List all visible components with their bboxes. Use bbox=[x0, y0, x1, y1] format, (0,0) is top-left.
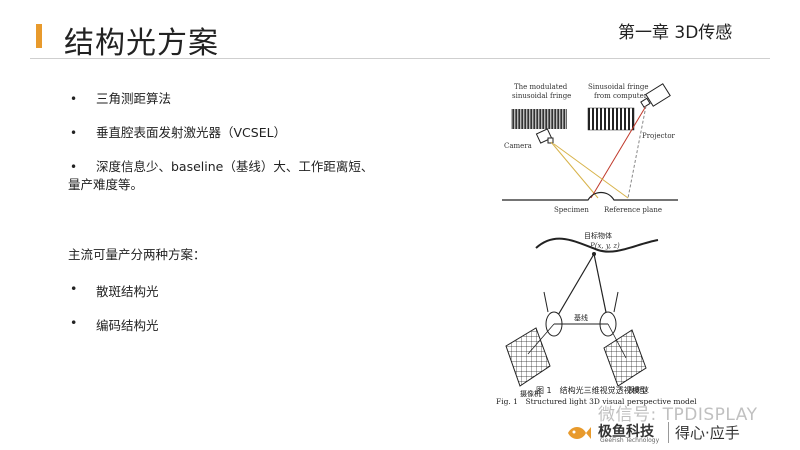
projector-icon bbox=[640, 83, 671, 108]
bullet-text: 三角测距算法 bbox=[96, 91, 172, 106]
projector-ray-red bbox=[590, 105, 647, 199]
modulated-fringe-image bbox=[511, 109, 567, 129]
camera-ray-2 bbox=[553, 143, 629, 199]
scheme-item: • 编码结构光 bbox=[68, 315, 159, 334]
brand-name-en: GeeFish Technology bbox=[600, 437, 660, 444]
camera-sight-line bbox=[553, 253, 595, 323]
bullet-dot: • bbox=[70, 315, 78, 330]
fringe-projection-diagram: The modulated sinusoidal fringe Sinusoid… bbox=[502, 83, 678, 214]
figure-caption-cn: 图 1 结构光三维视觉透视模型 bbox=[536, 386, 648, 395]
bullet-dot: • bbox=[70, 281, 78, 296]
schemes-intro: 主流可量产分两种方案： bbox=[68, 247, 206, 262]
modulated-label-1: The modulated bbox=[514, 83, 568, 91]
wechat-watermark: 微信号: TPDISPLAY bbox=[598, 405, 758, 425]
projector-ray-dashed bbox=[627, 105, 647, 199]
camera-y-axis bbox=[543, 291, 549, 313]
title-accent-bar bbox=[36, 24, 42, 48]
bullet-item: • 三角测距算法 bbox=[68, 90, 388, 108]
bullet-list: • 三角测距算法 • 垂直腔表面发射激光器（VCSEL） • 深度信息少、bas… bbox=[68, 90, 388, 210]
bullet-text: 深度信息少、baseline（基线）大、工作距离短、 bbox=[96, 159, 374, 174]
projector-image-plane bbox=[603, 329, 647, 387]
modulated-label-2: sinusoidal fringe bbox=[512, 92, 571, 100]
camera-label: 摄像机 bbox=[520, 389, 541, 398]
projector-label: 投影仪 bbox=[628, 385, 649, 394]
reference-plane-label: Reference plane bbox=[604, 206, 662, 214]
brand-logo: 极鱼科技 GeeFish Technology 得心·应手 bbox=[566, 420, 766, 448]
brand-name: 极鱼科技 bbox=[598, 424, 654, 440]
point-label: P(x, y, z) bbox=[589, 242, 620, 250]
page-title: 结构光方案 bbox=[64, 26, 219, 61]
scheme-text: 编码结构光 bbox=[96, 318, 159, 333]
object-label: 目标物体 bbox=[584, 231, 612, 240]
computer-fringe-label-2: from computer bbox=[594, 92, 648, 100]
header-divider bbox=[30, 58, 770, 59]
perspective-model-diagram: 目标物体 P(x, y, z) 基线 摄像机 投影仪 bbox=[505, 231, 659, 398]
projector-sight-line bbox=[593, 253, 609, 323]
specimen-label: Specimen bbox=[554, 206, 589, 214]
bullet-text-line2: 量产难度等。 bbox=[68, 177, 144, 192]
computer-fringe-label-1: Sinusoidal fringe bbox=[588, 83, 649, 91]
scheme-item: • 散斑结构光 bbox=[68, 281, 159, 300]
projector-projection-line bbox=[607, 323, 627, 359]
camera-projection-line bbox=[527, 323, 555, 355]
figure-caption-en: Fig. 1 Structured light 3D visual perspe… bbox=[496, 397, 697, 406]
projector-label: Projector bbox=[642, 132, 676, 140]
bullet-item: • 深度信息少、baseline（基线）大、工作距离短、 量产难度等。 bbox=[68, 158, 388, 194]
bullet-dot: • bbox=[70, 160, 78, 174]
scheme-text: 散斑结构光 bbox=[96, 284, 159, 299]
baseline-label: 基线 bbox=[574, 313, 588, 322]
bullet-dot: • bbox=[70, 126, 78, 140]
bullet-text: 垂直腔表面发射激光器（VCSEL） bbox=[96, 125, 287, 140]
projector-y-axis bbox=[613, 291, 619, 313]
fish-logo-icon bbox=[568, 427, 591, 439]
camera-label: Camera bbox=[504, 142, 532, 150]
brand-slogan: 得心·应手 bbox=[668, 422, 740, 443]
bullet-dot: • bbox=[70, 92, 78, 106]
computer-fringe-image bbox=[587, 107, 635, 131]
object-surface-curve bbox=[535, 237, 659, 253]
specimen-surface bbox=[502, 191, 678, 201]
bullet-item: • 垂直腔表面发射激光器（VCSEL） bbox=[68, 124, 388, 142]
camera-ray bbox=[550, 141, 599, 199]
camera-image-plane bbox=[505, 327, 551, 387]
camera-icon bbox=[535, 128, 554, 144]
chapter-label: 第一章 3D传感 bbox=[618, 23, 733, 43]
